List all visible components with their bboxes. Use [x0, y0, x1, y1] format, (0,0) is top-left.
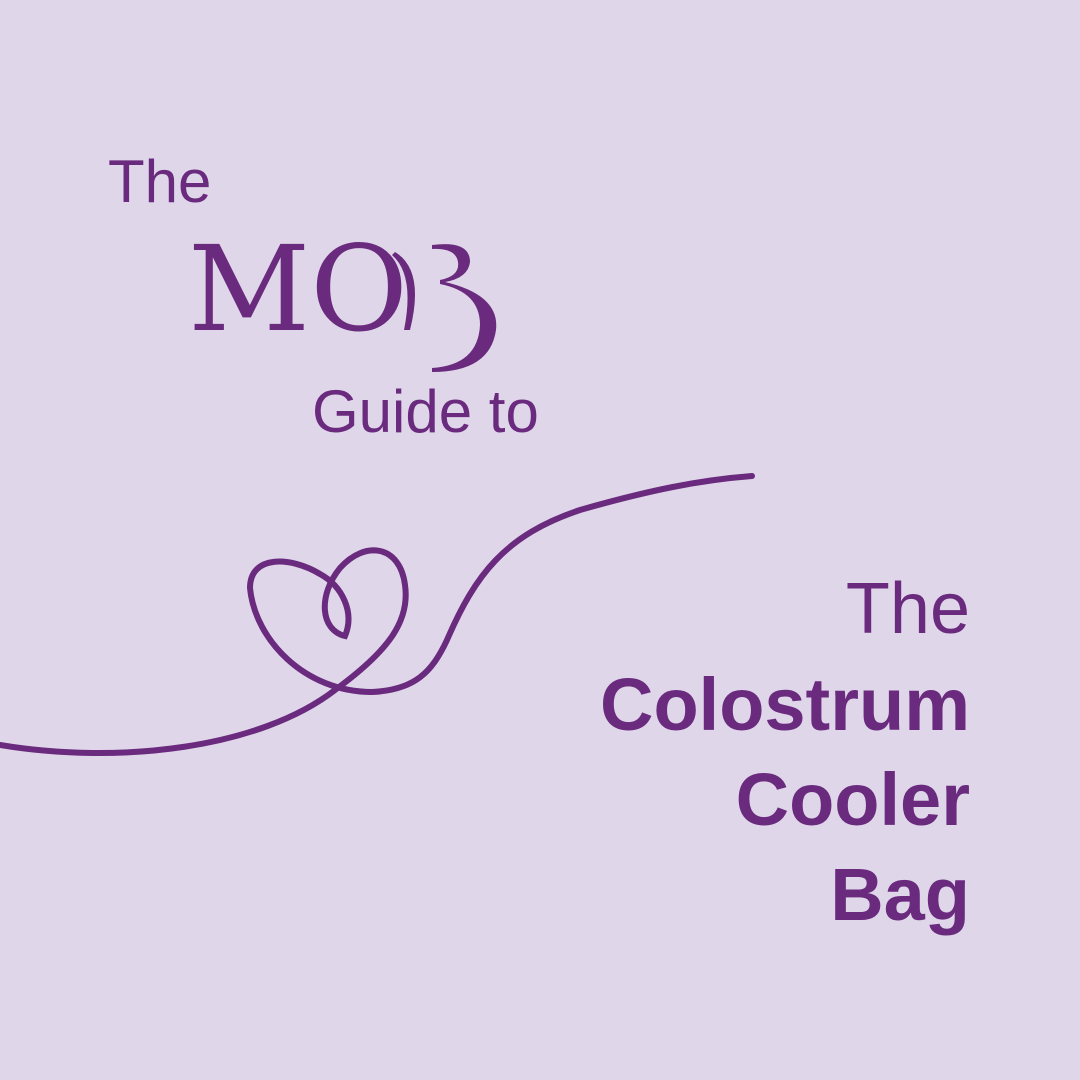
title-line-bag: Bag	[830, 853, 970, 936]
intro-guide-to: Guide to	[312, 378, 539, 445]
title-the: The	[845, 569, 970, 649]
svg-text:MO: MO	[188, 220, 408, 358]
heart-loop-line	[0, 473, 755, 757]
title-line-colostrum: Colostrum	[600, 663, 970, 746]
mob-logo: MO	[188, 220, 497, 372]
intro-the: The	[108, 148, 212, 215]
title-line-cooler: Cooler	[735, 758, 970, 841]
